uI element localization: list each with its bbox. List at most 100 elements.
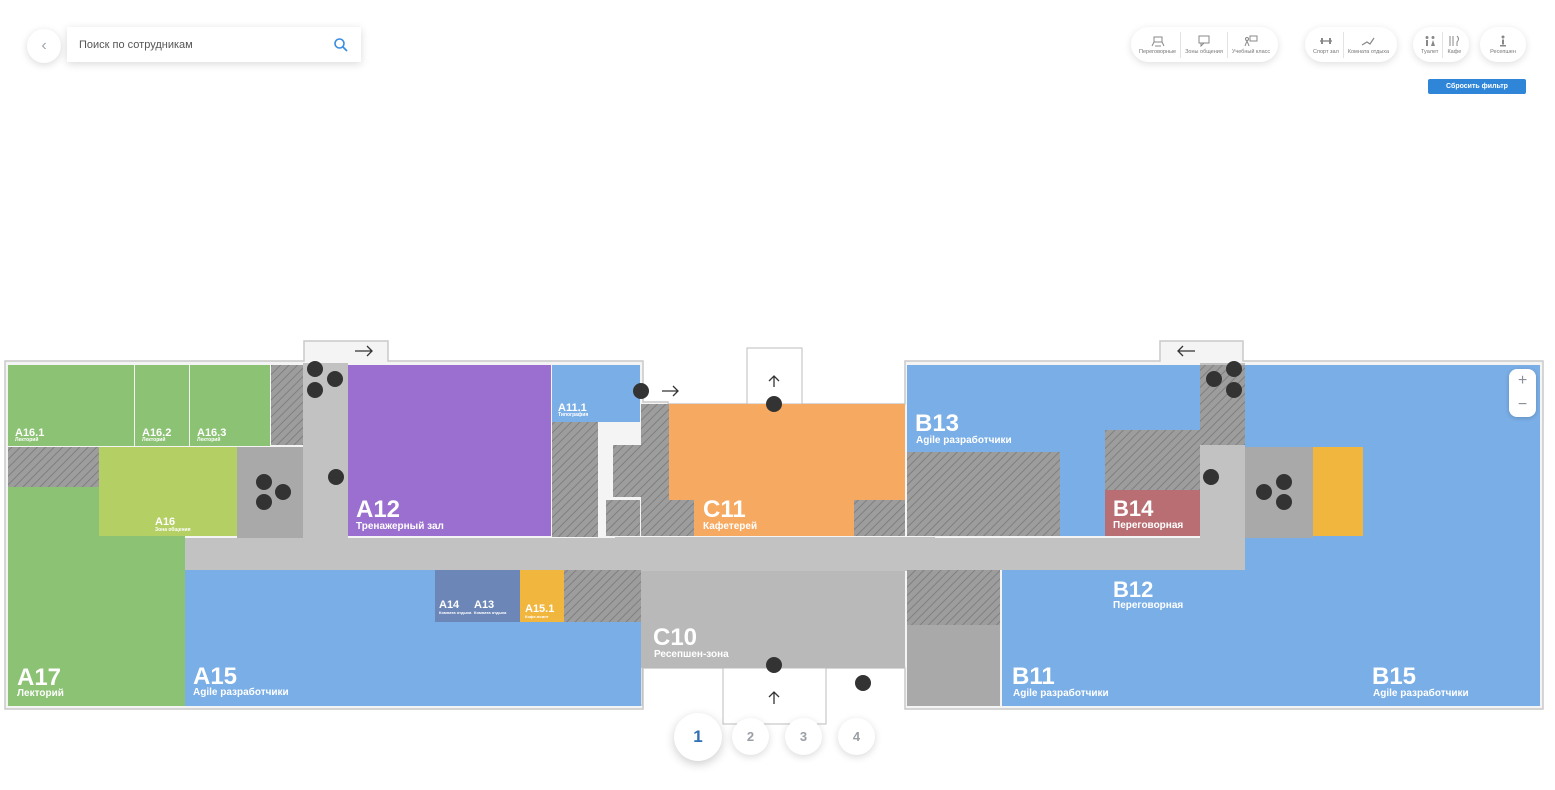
- rest-room-icon: [1362, 37, 1375, 46]
- room-a13[interactable]: [470, 570, 520, 622]
- chevron-left-icon: ‹: [41, 37, 47, 54]
- room-a14[interactable]: [435, 570, 470, 622]
- water-icon[interactable]: [328, 469, 344, 485]
- room-a16-1[interactable]: [8, 365, 134, 446]
- elevator-1: [606, 500, 640, 536]
- room-a16-3[interactable]: [190, 365, 270, 446]
- room-name: Agile разработчики: [916, 434, 1012, 446]
- room-code: C10: [653, 624, 697, 651]
- room-code: A14: [439, 599, 460, 611]
- room-code: C11: [703, 496, 746, 523]
- floor-1-button[interactable]: 1: [674, 713, 722, 761]
- toilet-icon[interactable]: [1276, 474, 1292, 490]
- stairs-icon[interactable]: [327, 371, 343, 387]
- reception-icon: [1500, 35, 1506, 46]
- toilet-icon[interactable]: [1276, 494, 1292, 510]
- exit-icon[interactable]: [766, 657, 782, 673]
- classroom-icon: [1244, 35, 1258, 46]
- gym-icon: [1319, 37, 1332, 44]
- toilet-icon[interactable]: [256, 494, 272, 510]
- accessible-icon[interactable]: [1256, 484, 1272, 500]
- exit-icon[interactable]: [1226, 361, 1242, 377]
- room-code: A17: [17, 664, 61, 691]
- room-name: Лекторий: [15, 436, 38, 443]
- room-a15-1[interactable]: [520, 570, 564, 622]
- filter-group-rooms: Переговорные Зоны общения Учебный класс: [1131, 27, 1279, 62]
- search-icon[interactable]: [333, 37, 349, 53]
- room-a11-1[interactable]: [552, 365, 640, 422]
- utility-b11: [907, 625, 1000, 706]
- filter-cafe[interactable]: Кафе: [1442, 31, 1465, 58]
- exit-icon[interactable]: [1226, 382, 1242, 398]
- floor-2-button[interactable]: 2: [732, 718, 769, 755]
- filter-rest-room[interactable]: Комната отдыха: [1342, 31, 1393, 58]
- utility-a16: [8, 447, 99, 487]
- room-code: A16.2: [142, 427, 171, 439]
- room-name: Agile разработчики: [1373, 687, 1469, 699]
- zoom-control: + −: [1509, 369, 1536, 417]
- accessible-icon[interactable]: [275, 484, 291, 500]
- filter-label: Комната отдыха: [1347, 48, 1390, 55]
- cafe-icon: [1449, 35, 1460, 46]
- room-b14[interactable]: [1105, 490, 1200, 536]
- car-icon[interactable]: [855, 675, 871, 691]
- filter-toilet[interactable]: Туалет: [1417, 32, 1442, 58]
- filter-label: Кафе: [1447, 48, 1462, 55]
- room-b-yellow[interactable]: [1313, 447, 1363, 536]
- exit-icon[interactable]: [307, 382, 323, 398]
- filter-label: Ресепшен: [1490, 48, 1516, 55]
- floor-4-button[interactable]: 4: [838, 718, 875, 755]
- exit-icon[interactable]: [307, 361, 323, 377]
- room-name: Лекторий: [197, 436, 220, 443]
- wc-a: [237, 447, 303, 538]
- room-name: Кофе-поинт: [525, 614, 549, 619]
- floor-selector: 1 2 3 4: [672, 710, 882, 765]
- room-code: A13: [474, 599, 494, 611]
- map-markers: [256, 361, 1292, 691]
- filter-classroom[interactable]: Учебный класс: [1226, 31, 1274, 58]
- filter-chat-zones[interactable]: Зоны общения: [1180, 31, 1227, 58]
- utility-c11: [641, 404, 669, 504]
- stairs-icon[interactable]: [1206, 371, 1222, 387]
- zoom-in-button[interactable]: +: [1517, 372, 1528, 389]
- room-code: A15.1: [525, 603, 554, 615]
- utility-b13: [907, 452, 1060, 536]
- utility-a11: [552, 422, 598, 537]
- wc-b: [1245, 447, 1313, 538]
- room-a16-2[interactable]: [135, 365, 189, 446]
- room-a16[interactable]: [99, 447, 237, 536]
- back-button[interactable]: ‹: [27, 29, 61, 63]
- room-name: Тренажерный зал: [356, 521, 444, 532]
- room-name: Ресепшен-зона: [654, 649, 729, 660]
- room-code: B14: [1113, 496, 1154, 521]
- utility-a-top: [271, 365, 303, 445]
- filter-group-services: Туалет Кафе: [1413, 27, 1470, 62]
- search-input[interactable]: [79, 38, 333, 51]
- room-name: Типография: [558, 411, 588, 418]
- floor-3-button[interactable]: 3: [785, 718, 822, 755]
- toilet-icon[interactable]: [256, 474, 272, 490]
- meeting-room-icon: [1151, 36, 1164, 46]
- room-code: A16: [155, 516, 175, 528]
- utility-a11b: [613, 445, 641, 497]
- elevator-2: [641, 500, 694, 536]
- room-name: Зона общения: [155, 526, 191, 533]
- exit-icon[interactable]: [633, 383, 649, 399]
- exit-icon[interactable]: [766, 396, 782, 412]
- water-icon[interactable]: [1203, 469, 1219, 485]
- filter-reception[interactable]: Ресепшен: [1480, 32, 1526, 58]
- room-name: Переговорная: [1113, 600, 1183, 611]
- utility-b14-top: [1105, 430, 1200, 490]
- filter-meeting-rooms[interactable]: Переговорные: [1135, 32, 1180, 58]
- room-code: B11: [1012, 663, 1055, 690]
- room-c10[interactable]: [641, 571, 905, 668]
- zoom-out-button[interactable]: −: [1517, 396, 1528, 413]
- elevator-3: [854, 500, 905, 536]
- room-a12[interactable]: [348, 365, 551, 536]
- reset-filter-button[interactable]: Сбросить фильтр: [1428, 79, 1526, 94]
- room-name: Agile разработчики: [1013, 687, 1109, 699]
- filter-gym[interactable]: Спорт зал: [1309, 32, 1343, 58]
- filter-label: Туалет: [1421, 48, 1439, 55]
- room-name: Комната отдыха: [474, 610, 507, 615]
